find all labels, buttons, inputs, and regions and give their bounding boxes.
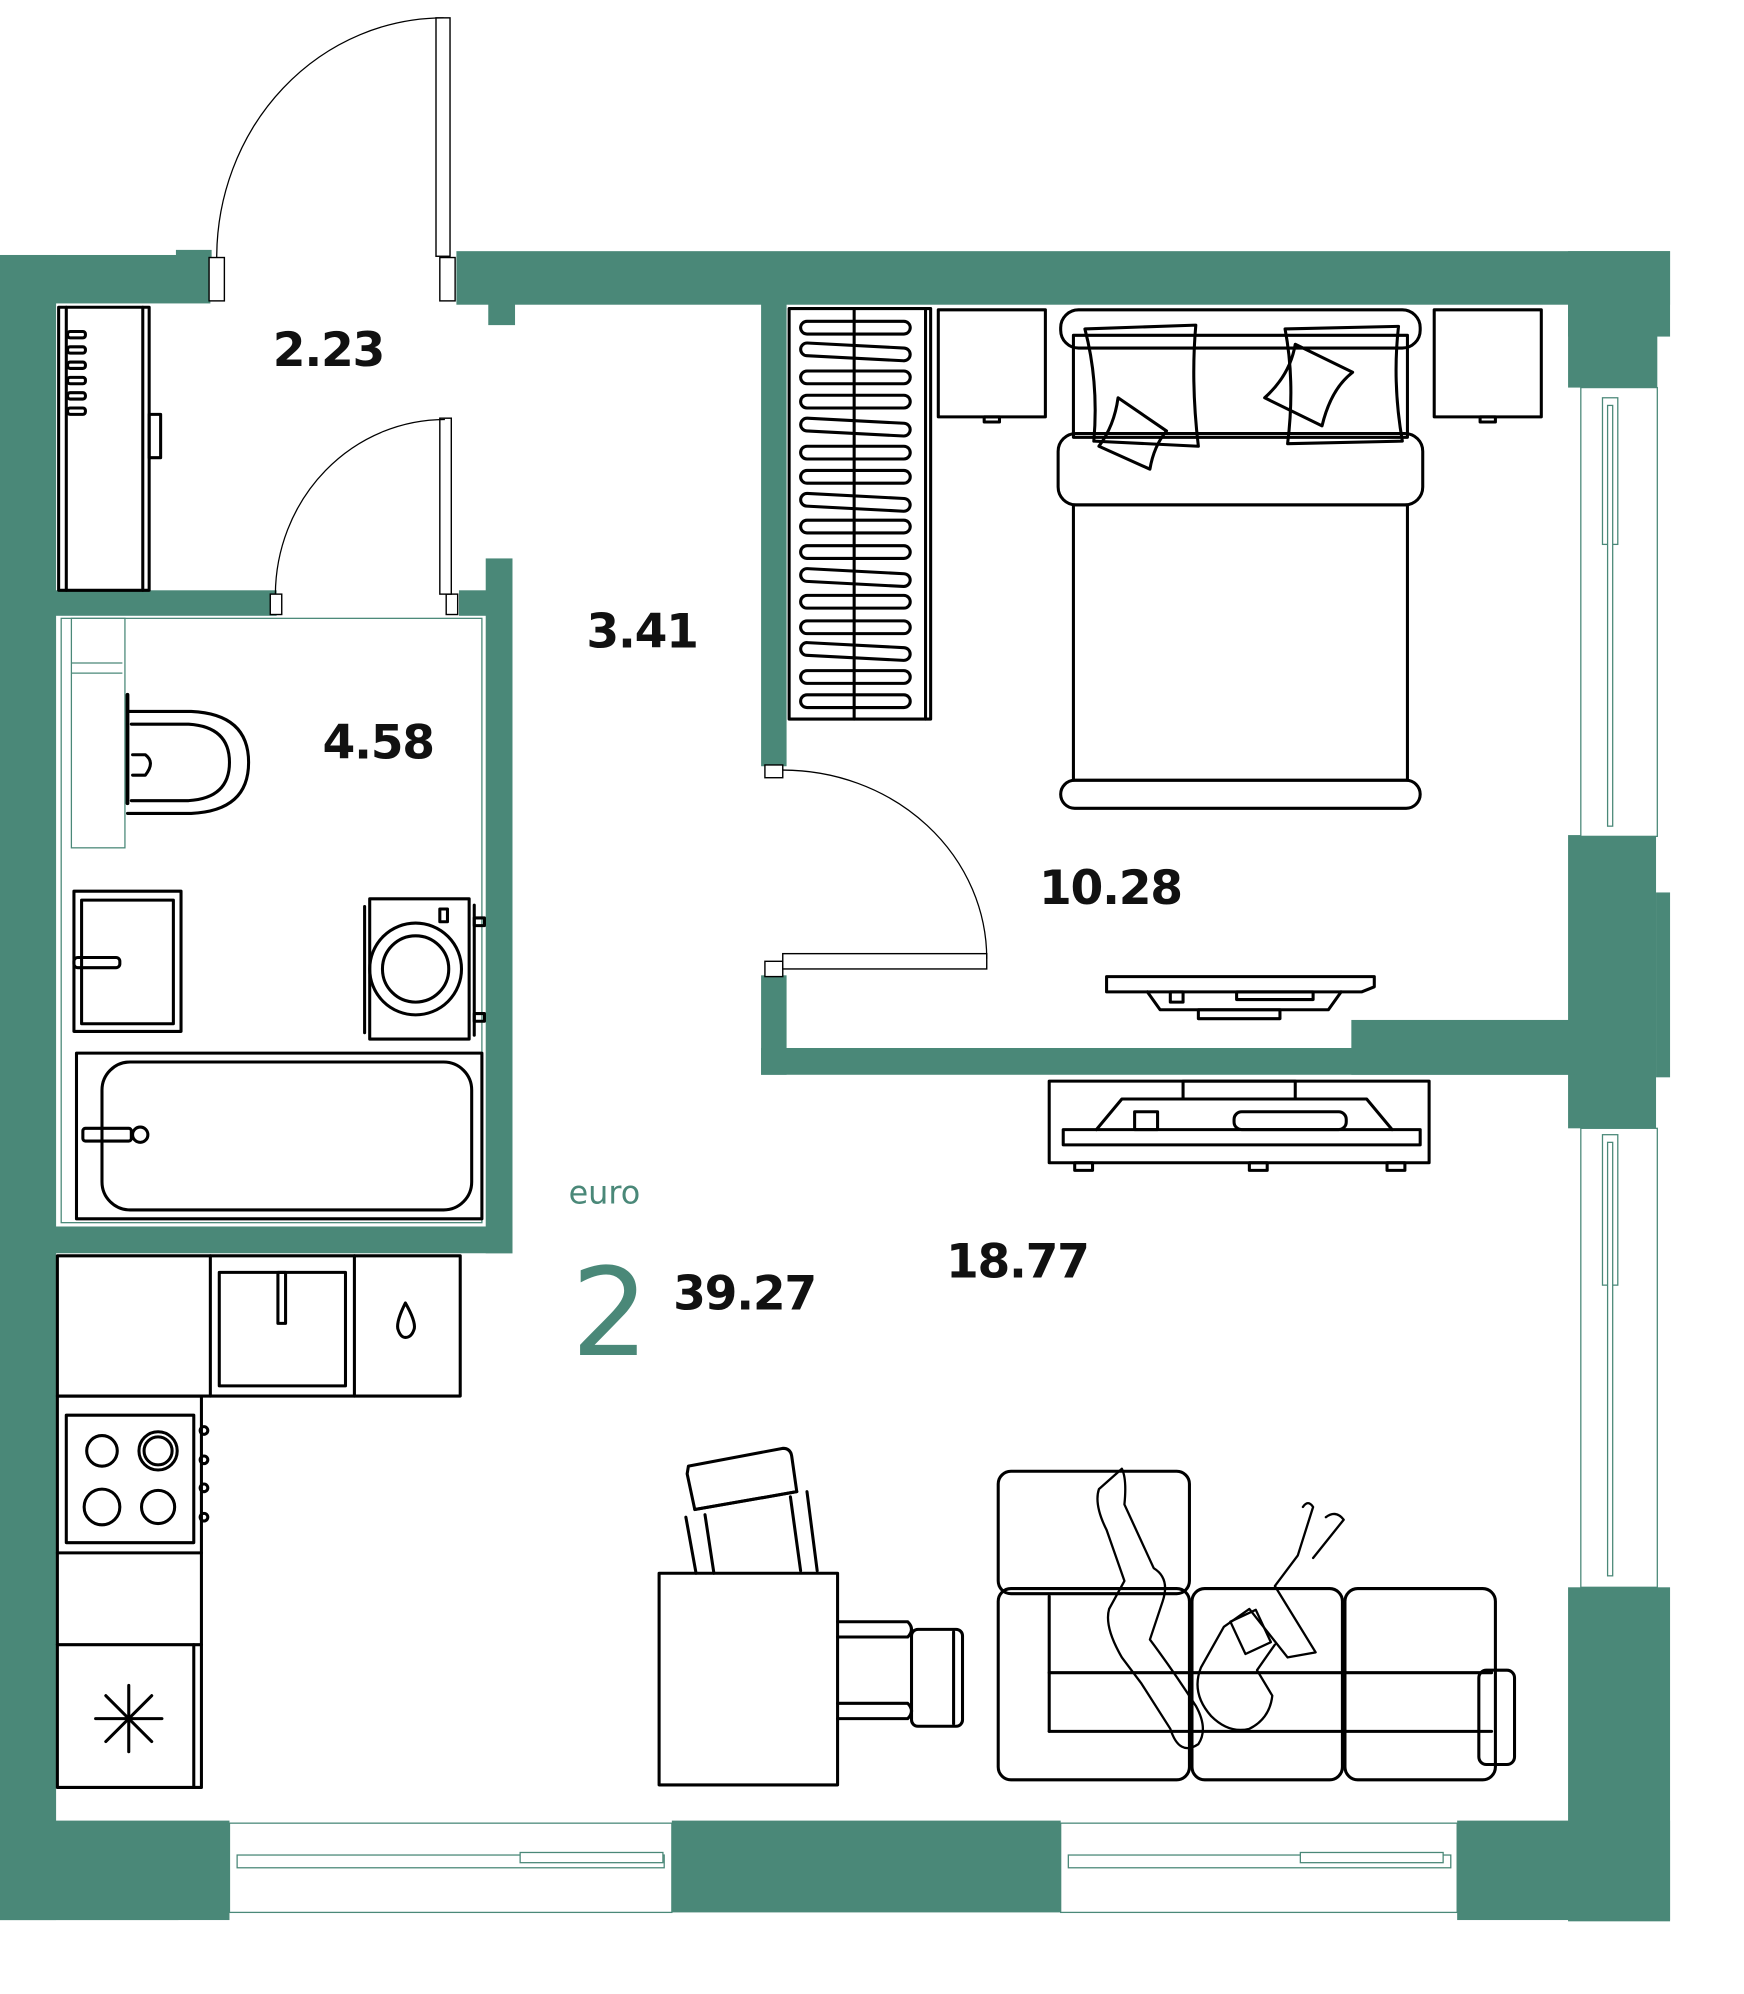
people-on-sofa (1096, 1467, 1345, 1750)
water-drop-icon (396, 1301, 416, 1339)
walls (0, 249, 1671, 1922)
bathroom-door[interactable] (269, 417, 459, 616)
kitchen-counter (55, 1254, 462, 1789)
washing-machine (363, 897, 486, 1041)
nightstand-left (936, 308, 1047, 424)
bathroom-area: 4.58 (323, 716, 434, 771)
bathroom-sink (72, 889, 183, 1033)
kitchen-living-area: 18.77 (946, 1234, 1089, 1289)
entrance-door[interactable] (208, 17, 456, 302)
nightstand-right (1432, 308, 1543, 424)
fridge-snowflake-icon (94, 1643, 196, 1789)
toilet (125, 692, 251, 815)
living-tv-stand (1047, 1079, 1431, 1172)
chair-right (836, 1620, 965, 1728)
kitchen-sink (217, 1270, 348, 1388)
hangers (799, 319, 912, 710)
chair-top (684, 1446, 819, 1575)
vestibule-area: 2.23 (273, 323, 384, 378)
stove (64, 1413, 210, 1545)
bedroom-door[interactable] (764, 764, 988, 978)
sofa (996, 1469, 1517, 1782)
bedroom-wardrobe (787, 307, 933, 721)
bedroom-area: 10.28 (1039, 861, 1182, 916)
hangers (66, 329, 87, 416)
bedroom-tv (1105, 975, 1376, 1021)
dining-table (657, 1571, 840, 1787)
windows (60, 386, 1658, 1914)
double-bed (1056, 308, 1425, 810)
entry-wardrobe (57, 305, 163, 592)
total-area: 39.27 (673, 1266, 816, 1321)
layout-type-label: euro (569, 1174, 641, 1212)
rooms-count: 2 (571, 1241, 649, 1384)
hallway-area: 3.41 (586, 605, 697, 660)
bathtub (74, 1051, 484, 1221)
